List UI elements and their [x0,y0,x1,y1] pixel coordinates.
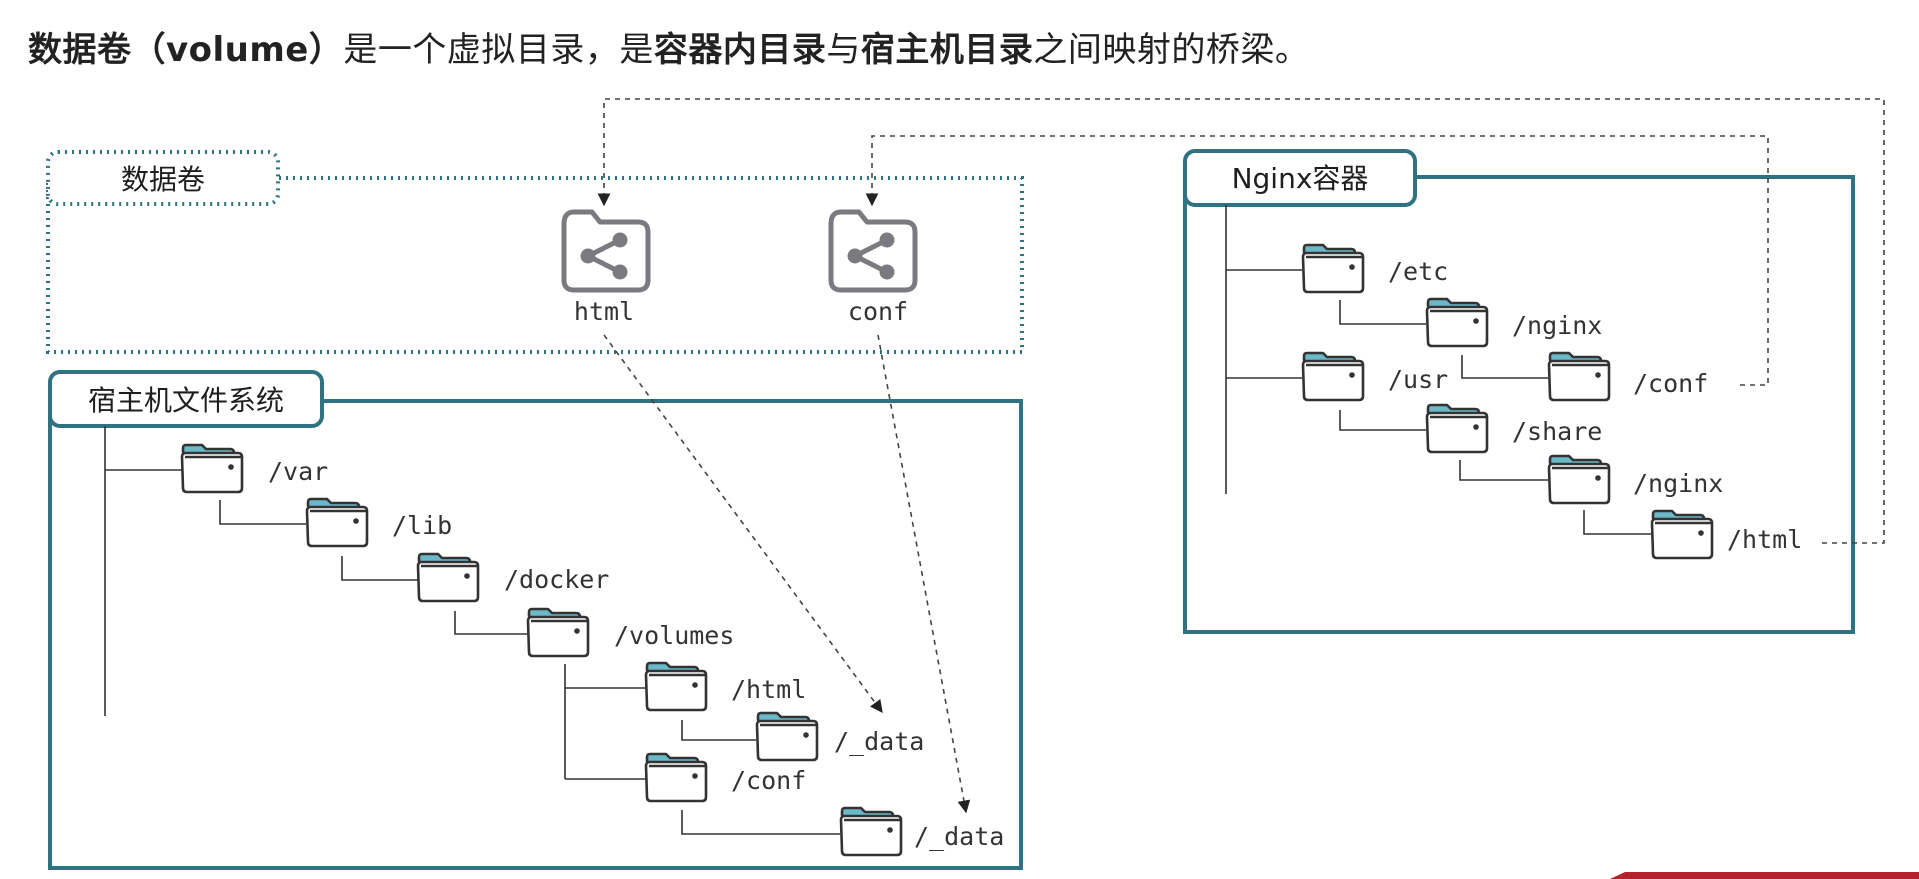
host-tree-root-line [104,426,182,716]
container-box-border [1183,175,1855,634]
container-path-etc: /etc [1388,257,1448,286]
host-folder-lib-icon[interactable] [305,497,369,548]
mapping-volume-conf-to-host-data [877,334,971,814]
volume-box: 数据卷 html conf [46,150,1024,354]
host-folder-var-icon[interactable] [180,443,244,494]
volume-conf-label: conf [848,297,908,326]
host-folder-html-icon[interactable] [644,661,708,712]
container-tree-usr-conf-line [1461,355,1548,379]
host-box-title: 宿主机文件系统 [88,384,284,417]
container-path-usr: /usr [1388,365,1448,394]
diagram-heading: 数据卷（volume）是一个虚拟目录，是容器内目录与宿主机目录之间映射的桥梁。 [28,22,1309,78]
volume-html-label: html [574,297,634,326]
container-tree-root-line [1225,205,1302,494]
host-path-var: /var [268,457,328,486]
host-folder-conf-icon[interactable] [644,752,708,803]
container-path-share: /share [1512,417,1602,446]
heading-text-2: 与 [826,30,861,70]
host-tree-docker-line [454,611,528,635]
host-folder-volumes-icon[interactable] [526,607,590,658]
host-tree-conf-line [681,810,840,835]
container-box-title-tab [1183,149,1417,207]
host-box-title-tab [48,370,324,428]
container-path-conf: /conf [1633,369,1708,398]
heading-term-host-dir: 宿主机目录 [860,30,1034,70]
host-folder-docker-icon[interactable] [416,552,480,603]
container-folder-etc-nginx-icon[interactable] [1425,297,1489,348]
container-folder-html-icon[interactable] [1650,509,1714,560]
heading-text-3: 之间映射的桥梁。 [1033,30,1310,70]
container-folder-usr-icon[interactable] [1301,351,1365,402]
host-tree-html-line [681,720,756,741]
host-path-conf-data: /_data [914,822,1004,851]
mapping-volume-html-to-host-data [603,334,883,714]
container-folder-conf-icon[interactable] [1547,351,1611,402]
host-tree-volumes-line [564,664,646,780]
volume-html-share-icon[interactable] [564,212,648,290]
host-path-html: /html [731,675,806,704]
host-box-border [48,399,1023,870]
heading-term: 数据卷（volume） [28,30,344,70]
host-path-docker: /docker [504,565,609,594]
host-path-volumes: /volumes [614,621,734,650]
host-tree-lib-line [341,556,418,581]
container-path-share-nginx: /nginx [1633,469,1723,498]
container-folder-share-icon[interactable] [1425,403,1489,454]
container-tree-nginx-line [1583,510,1652,535]
heading-text-1: 是一个虚拟目录，是 [343,30,654,70]
host-path-conf: /conf [731,766,806,795]
volume-conf-share-icon[interactable] [831,212,915,290]
mapping-container-html-to-volume-html [597,98,1885,544]
container-path-etc-nginx: /nginx [1512,311,1602,340]
host-tree-var-line [219,500,306,525]
footer-accent-bar [1610,872,1919,879]
container-tree-usr-share-line [1339,410,1426,431]
nginx-container-box: Nginx容器 /etc /nginx /usr /conf /share /n… [1183,149,1855,634]
volume-box-title-tab [46,150,280,206]
host-folder-html-data-icon[interactable] [755,711,819,762]
container-box-title: Nginx容器 [1232,162,1369,195]
container-tree-share-line [1459,460,1548,481]
container-tree-etc-line [1339,300,1426,325]
container-folder-share-nginx-icon[interactable] [1547,454,1611,505]
host-path-html-data: /_data [834,727,924,756]
container-path-html: /html [1727,525,1802,554]
volume-box-title: 数据卷 [121,163,205,196]
host-path-lib: /lib [392,511,452,540]
heading-term-container-dir: 容器内目录 [653,30,827,70]
host-filesystem-box: 宿主机文件系统 /var /lib /docker /volumes /html… [48,370,1023,870]
container-folder-etc-icon[interactable] [1301,243,1365,294]
host-folder-conf-data-icon[interactable] [839,806,903,857]
